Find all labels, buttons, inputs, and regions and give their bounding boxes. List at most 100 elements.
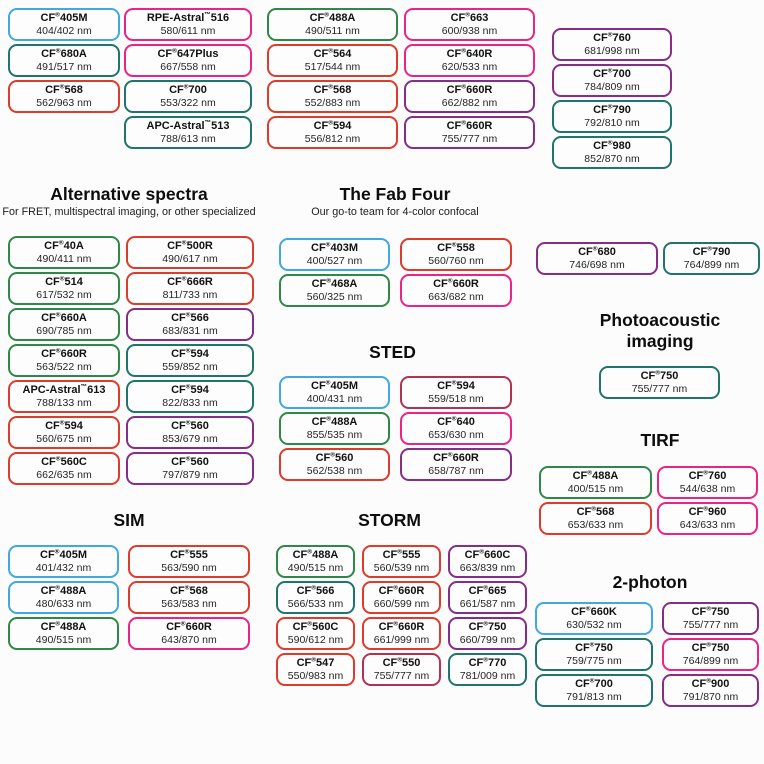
dye-name: CF®405M: [40, 548, 87, 561]
dye-name: CF®560C: [41, 455, 87, 468]
dye-name: CF®555: [382, 548, 421, 561]
dye-wavelengths: 544/638 nm: [679, 483, 736, 495]
dye-wavelengths: 490/515 nm: [287, 562, 344, 574]
dye-wavelengths: 400/527 nm: [306, 255, 363, 267]
dye-name: CF®700: [169, 83, 207, 96]
dye-wavelengths: 759/775 nm: [566, 655, 622, 667]
dye-wavelengths: 556/812 nm: [304, 133, 361, 145]
dye-wavelengths: 553/322 nm: [160, 97, 216, 109]
dye-name: CF®568: [170, 584, 208, 597]
dye-wavelengths: 764/899 nm: [683, 259, 740, 271]
dye-wavelengths: 643/870 nm: [161, 634, 217, 646]
dye-name: CF®594: [171, 383, 209, 396]
dye-name: CF®660R: [378, 584, 425, 597]
dye-wavelengths: 620/533 nm: [441, 61, 498, 73]
dye-name: CF®660A: [41, 311, 87, 324]
dye-wavelengths: 517/544 nm: [304, 61, 361, 73]
dye-name: CF®700: [593, 67, 631, 80]
section-subtitle-fab-four: Our go-to team for 4-color confocal: [311, 206, 479, 218]
dye-wavelengths: 552/883 nm: [304, 97, 361, 109]
dye-name: CF®560: [171, 455, 209, 468]
dye-name: CF®660C: [464, 548, 511, 561]
dye-wavelengths: 746/698 nm: [569, 259, 625, 271]
dye-name: CF®647Plus: [157, 47, 219, 60]
dye-name: CF®640R: [446, 47, 493, 60]
dye-wavelengths: 559/852 nm: [162, 361, 218, 373]
dye-name: CF®594: [45, 419, 83, 432]
dye-wavelengths: 791/870 nm: [682, 691, 739, 703]
dye-name: CF®488A: [572, 469, 619, 482]
dye-name: CF®660R: [446, 83, 493, 96]
dye-wavelengths: 400/515 nm: [567, 483, 624, 495]
dye-name: CF®790: [593, 103, 631, 116]
dye-name: CF®547: [296, 656, 335, 669]
dye-wavelengths: 690/785 nm: [36, 325, 92, 337]
section-fab-four-header: The Fab Four Our go-to team for 4-color …: [262, 184, 528, 218]
dye-wavelengths: 755/777 nm: [682, 619, 739, 631]
dye-wavelengths: 560/675 nm: [36, 433, 92, 445]
dye-name: CF®566: [171, 311, 209, 324]
section-title-two-photon: 2-photon: [612, 572, 688, 592]
dye-name: CF®760: [688, 469, 727, 482]
dye-wavelengths: 562/963 nm: [36, 97, 92, 109]
dye-wavelengths: 681/998 nm: [584, 45, 640, 57]
section-title-tirf: TIRF: [640, 430, 680, 450]
dye-wavelengths: 563/522 nm: [36, 361, 92, 373]
dye-wavelengths: 755/777 nm: [373, 670, 430, 682]
dye-name: CF®790: [692, 245, 731, 258]
dye-wavelengths: 855/535 nm: [306, 429, 363, 441]
dye-name: CF®660R: [378, 620, 425, 633]
dye-name: CF®405M: [40, 11, 88, 24]
dye-wavelengths: 662/882 nm: [441, 97, 498, 109]
section-title-storm: STORM: [358, 510, 421, 530]
section-title-sim: SIM: [113, 510, 145, 530]
dye-wavelengths: 490/411 nm: [36, 253, 92, 265]
dye-wavelengths: 480/633 nm: [35, 598, 92, 610]
dye-wavelengths: 788/133 nm: [36, 397, 92, 409]
dye-wavelengths: 791/813 nm: [566, 691, 622, 703]
dye-name: CF®488A: [40, 620, 87, 633]
dye-name: CF®40A: [44, 239, 84, 252]
dye-wavelengths: 562/538 nm: [306, 465, 363, 477]
dye-name: CF®660R: [166, 620, 212, 633]
dye-wavelengths: 663/682 nm: [428, 291, 484, 303]
dye-wavelengths: 660/799 nm: [459, 634, 516, 646]
dye-wavelengths: 683/831 nm: [162, 325, 218, 337]
dye-wavelengths: 797/879 nm: [162, 469, 218, 481]
